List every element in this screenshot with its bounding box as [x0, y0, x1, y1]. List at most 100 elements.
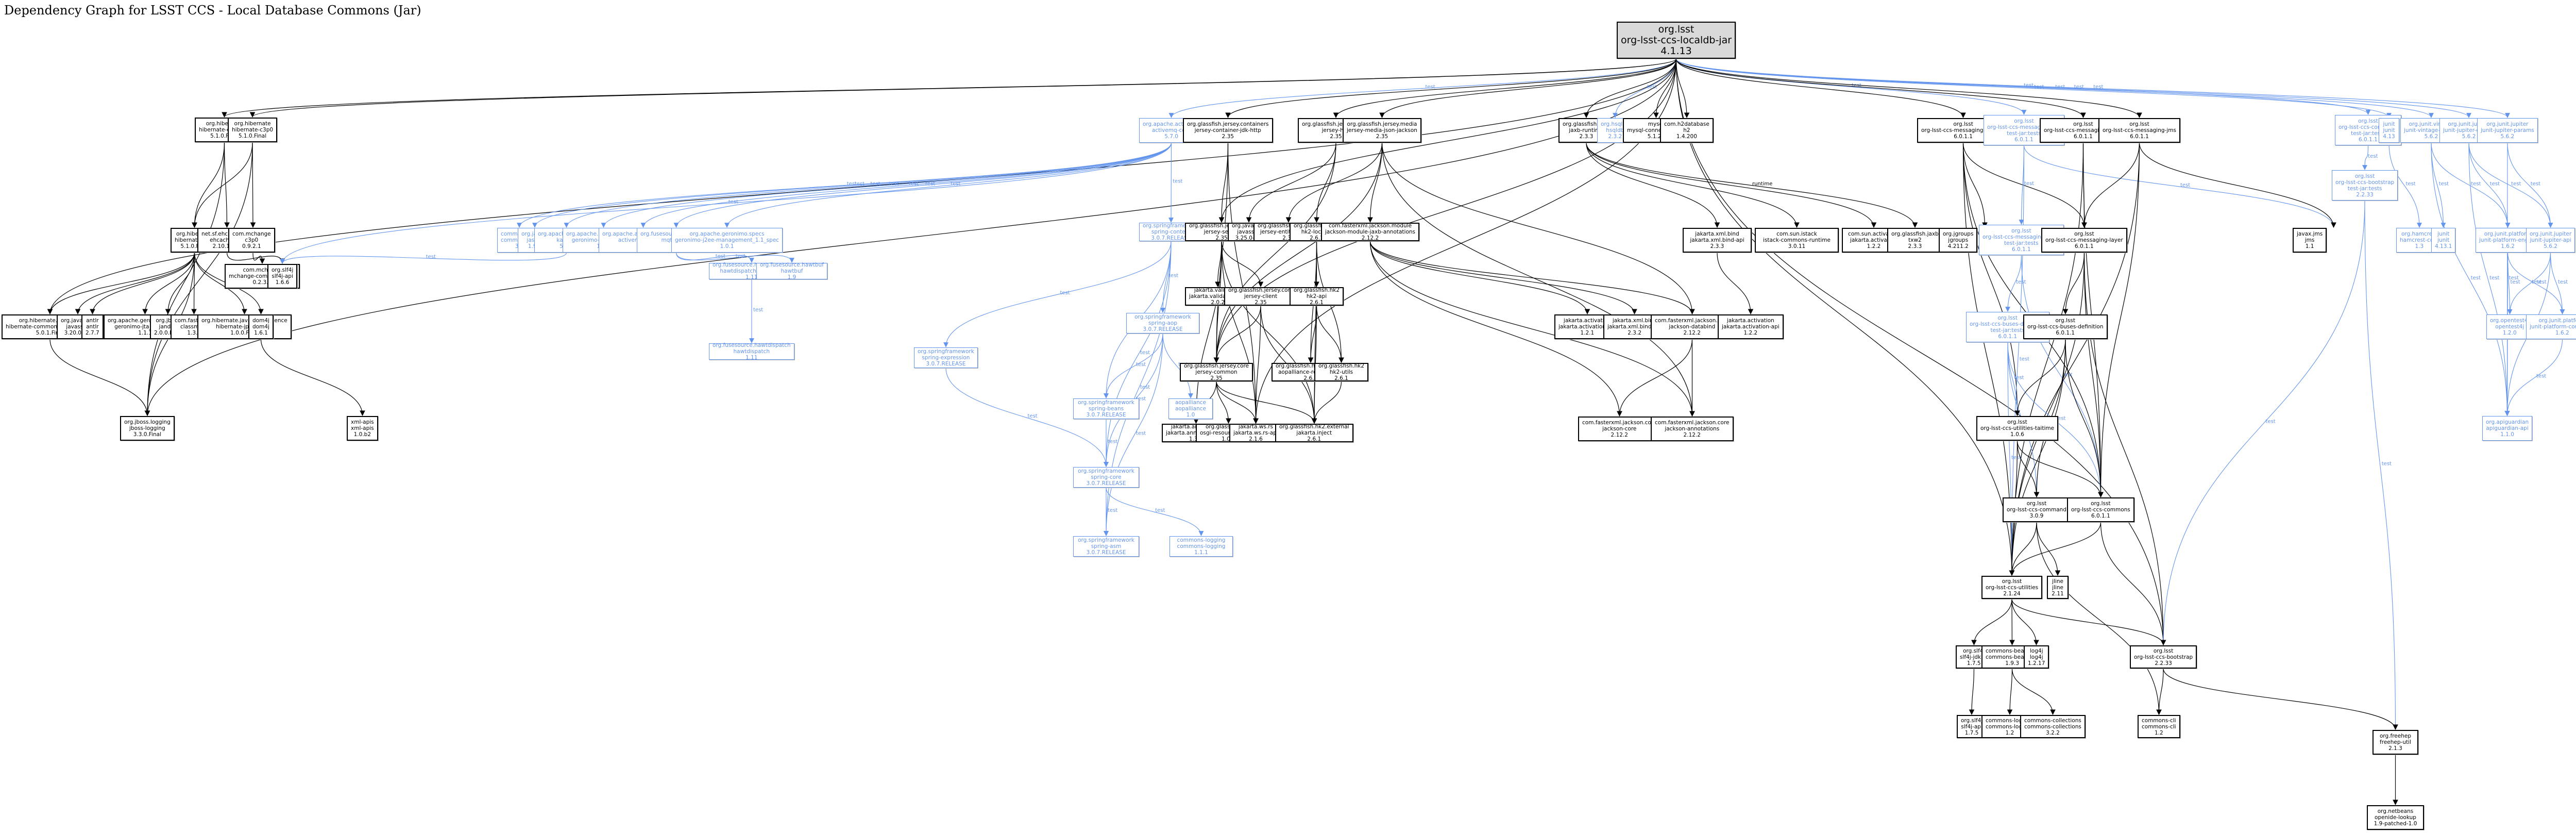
dependency-edge	[2014, 339, 2066, 416]
dependency-edge	[2083, 252, 2104, 498]
edge-scope-label: test	[426, 254, 436, 260]
dependency-edge	[1333, 58, 1677, 119]
dependency-edge	[1962, 142, 2020, 416]
dependency-edge	[1168, 142, 1174, 223]
node-group: org.lsst	[2358, 118, 2378, 124]
dependency-edge	[2023, 145, 2336, 228]
dependency-edge	[1586, 142, 1720, 228]
node-version: 0.2.3.4	[252, 279, 272, 286]
node-version: 1.2.2	[1743, 330, 1758, 336]
dependency-node-platform-commons[interactable]: org.junit.platformjunit-platform-commons…	[2526, 314, 2576, 339]
node-artifact: jackson-core	[1602, 426, 1637, 432]
node-artifact: jgroups	[1948, 237, 1969, 243]
dependency-edge	[194, 252, 247, 315]
node-artifact: junit-platform-engine	[2479, 237, 2537, 243]
dependency-edge	[2163, 668, 2398, 730]
node-group: commons-collections	[2024, 717, 2081, 724]
dependency-edge	[90, 252, 195, 315]
node-version: 1.9.3	[2005, 660, 2019, 667]
dependency-edge	[1213, 142, 1336, 363]
node-group: org.jgroups	[1943, 231, 1974, 237]
dependency-edge	[1221, 241, 1259, 424]
edge-scope-label: test	[728, 199, 738, 205]
dependency-edge	[673, 142, 1172, 228]
dependency-edge	[1617, 339, 1693, 417]
node-artifact: jackson-databind	[1669, 324, 1716, 330]
dependency-edge	[2007, 668, 2013, 715]
node-artifact: org-lsst-ccs-utilities	[1986, 584, 2039, 591]
node-version: 4.13.1	[2435, 243, 2452, 249]
node-version: 1.6.6	[275, 279, 290, 286]
node-version: 1.2.1	[1580, 330, 1595, 336]
edge-scope-label: test	[2537, 279, 2547, 285]
node-artifact: jersey-common	[1195, 369, 1238, 375]
node-version: 3.2.2	[2046, 729, 2060, 736]
node-group: org.lsst	[1658, 23, 1694, 35]
node-version: 3.0.7.RELEASE	[926, 361, 966, 367]
node-artifact: hamcrest-core	[2400, 237, 2439, 243]
node-artifact: jakarta.ws.rs-api	[1233, 430, 1278, 436]
node-version: 6.0.1.1	[2056, 330, 2075, 336]
edge-scope-label: test	[889, 181, 899, 187]
dependency-edge	[1162, 333, 1193, 398]
